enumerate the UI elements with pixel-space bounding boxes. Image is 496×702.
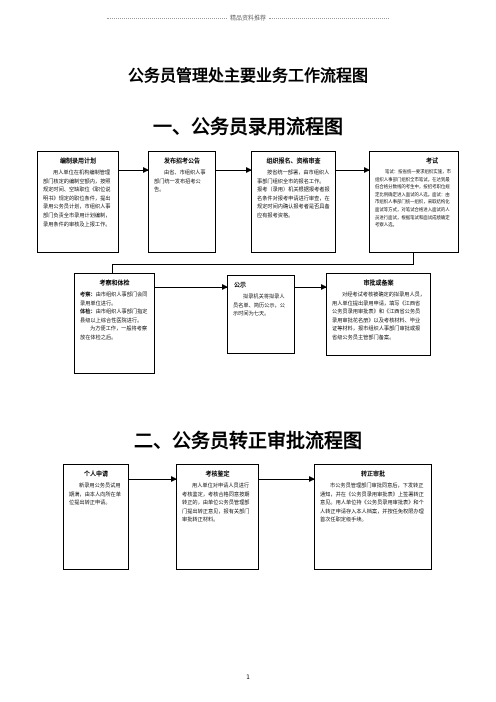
arrow-5 [295,284,327,290]
arrow-1 [119,167,149,173]
section2-title: 二、公务员转正审批流程图 [133,430,362,452]
page-number: 1 [246,674,250,681]
box-announce: 发布招考公告 由省、市组织人事部门统一发布招考公告。 [148,151,216,253]
box-plan: 编制录用计划 用人单位在机构编制管理部门核定的编制空额内，按照规定时间、空缺职位… [37,151,119,253]
box-announce-text: 由省、市组织人事部门统一发布招考公告。 [154,170,206,194]
box-inspect: 考察和体检 考察：由市组织人事部门会同录用单位进行。 体检：由市组织人事部门指定… [74,273,155,374]
box-confirm-text: 市公务员管理部门审批同意后，下发转正通知，并在《公务员录用审批表》上签署转正意见… [320,483,424,524]
box-inspect-text: 考察：由市组织人事部门会同录用单位进行。 体检：由市组织人事部门指定县级以上综合… [80,292,148,341]
header-text: 精品资料推荐 [229,15,266,22]
box-apply-title: 个人申请 [83,471,108,478]
box-exam: 考试 笔试：按省统一要求组织实施，市组织人事部门组织全市笔试。在达到最低合格分数… [369,151,459,253]
connector-down-2 [112,264,113,274]
box-publicity-text: 拟录机关将拟录人员名单、简历公示，公示时间为七天。 [233,294,285,318]
connector-back [112,264,414,265]
section1-title: 一、公务员录用流程图 [152,116,343,138]
box-apply: 个人申请 新录用公务员试用期满，由本人向所在单位提出转正申请。 [63,464,129,570]
box-approve-title: 审批或备案 [363,280,394,287]
arrow-7 [259,476,315,482]
page-header: 精品资料推荐 [0,13,496,22]
box-exam-text: 笔试：按省统一要求组织实施，市组织人事部门组织全市笔试。在达到最低合格分数线的考… [375,170,451,229]
box-inspect-title: 考察和体检 [99,280,130,287]
box-publicity: 公示 拟录机关将拟录人员名单、简历公示，公示时间为七天。 [227,275,295,354]
box-register: 组织报名、资格审查 按省统一部署，由市组织人事部门组织全市的报名工作。 报考（录… [251,151,336,253]
box-register-text: 按省统一部署，由市组织人事部门组织全市的报名工作。 报考（录用）机关根据报考者报… [257,170,330,219]
box-plan-title: 编制录用计划 [59,158,96,165]
box-assess-title: 考核鉴定 [205,471,230,478]
box-approve: 审批或备案 对经考试考核被确定的拟录用人员，用人单位提出录用申请，填写《江西省公… [326,273,431,356]
box-plan-text: 用人单位在机构编制管理部门核定的编制空额内，按照规定时间、空缺职位《职位说明书》… [43,170,111,228]
arrow-4 [155,284,228,290]
box-confirm-title: 转正审批 [360,471,385,478]
arrow-3 [336,167,370,173]
box-approve-text: 对经考试考核被确定的拟录用人员，用人单位提出录用申请，填写《江西省公务员录用审批… [332,292,426,341]
document-title: 公务员管理处主要业务工作流程图 [127,66,368,85]
box-confirm: 转正审批 市公务员管理部门审批同意后，下发转正通知，并在《公务员录用审批表》上签… [314,464,432,570]
box-assess: 考核鉴定 用人单位对申请人员进行考核鉴定，考核合格同意按期转正的，由单位公务员管… [176,464,259,570]
connector-down [413,253,414,264]
arrow-6 [129,476,177,482]
box-publicity-title: 公示 [234,282,247,289]
box-assess-text: 用人单位对申请人员进行考核鉴定，考核合格同意按期转正的，由单位公务员管理部门提出… [182,483,250,524]
arrow-2 [216,167,252,173]
box-announce-title: 发布招考公告 [163,158,200,165]
box-register-title: 组织报名、资格审查 [266,158,321,165]
box-apply-text: 新录用公务员试用期满，由本人向所在单位提出转正申请。 [69,483,121,507]
box-exam-title: 考试 [425,158,438,165]
